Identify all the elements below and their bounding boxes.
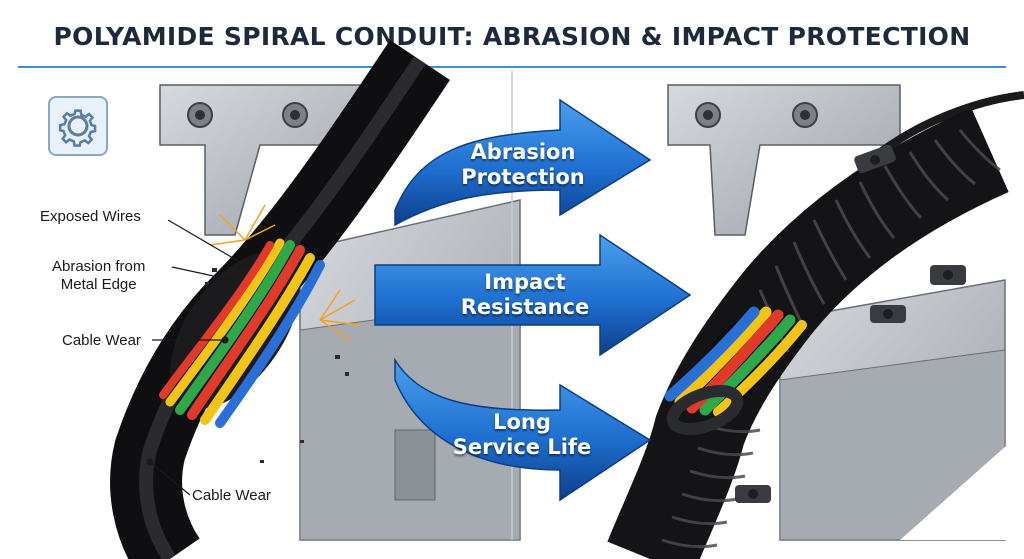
benefit-arrows <box>374 98 692 502</box>
arrow-impact-line2: Resistance <box>460 295 590 319</box>
arrow-service-line2: Service Life <box>452 435 592 459</box>
label-abrasion-metal-edge: Abrasion from Metal Edge <box>52 258 145 294</box>
spark-burst <box>209 204 361 341</box>
page-title: POLYAMIDE SPIRAL CONDUIT: ABRASION & IMP… <box>53 22 971 51</box>
callout-leaders <box>146 219 249 496</box>
arrow-abrasion-line2: Protection <box>461 165 585 189</box>
title-underline <box>18 66 1006 68</box>
arrow-impact-line1: Impact <box>484 270 566 294</box>
label-abrasion-line2: Metal Edge <box>60 276 137 293</box>
conduit-ribs <box>661 129 1001 549</box>
gear-icon-badge <box>48 96 108 156</box>
arrow-abrasion-line1: Abrasion <box>470 140 576 164</box>
label-cable-wear-upper: Cable Wear <box>62 332 141 349</box>
arrow-long-service-life <box>394 357 652 502</box>
label-exposed-wires: Exposed Wires <box>40 208 141 225</box>
arrow-text-abrasion: Abrasion Protection <box>448 140 598 190</box>
arrow-impact-resistance <box>374 233 692 357</box>
gear-icon <box>58 109 97 147</box>
arrow-service-line1: Long <box>493 410 551 434</box>
label-cable-wear-lower: Cable Wear <box>192 487 271 504</box>
label-abrasion-line1: Abrasion from <box>52 258 146 275</box>
arrow-abrasion-protection <box>394 98 652 227</box>
right-metal-bracket <box>667 84 901 236</box>
arrow-text-impact: Impact Resistance <box>450 270 600 320</box>
arrow-text-service-life: Long Service Life <box>442 410 602 460</box>
exposed-wire-bundle <box>159 238 325 428</box>
right-panel <box>607 84 1024 559</box>
